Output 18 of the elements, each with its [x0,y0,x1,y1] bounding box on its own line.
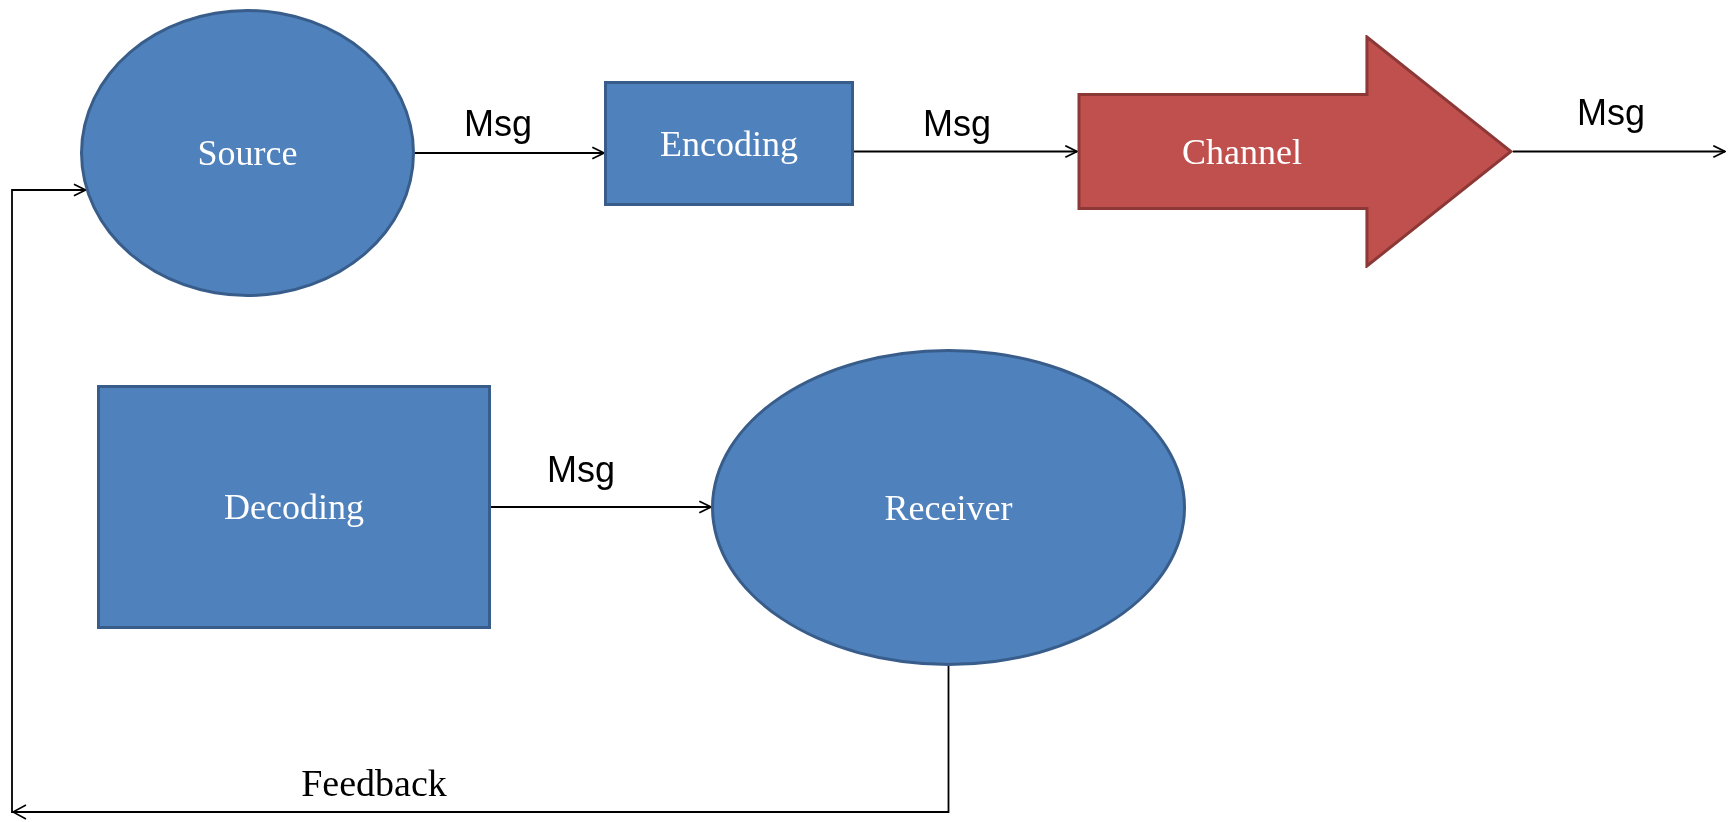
node-label: Encoding [660,122,798,166]
arrow [414,146,605,160]
edge-label: Msg [923,102,991,146]
node-label: Decoding [224,486,364,529]
arrow [11,183,950,820]
edge-label: Msg [547,448,615,492]
edge-label: Msg [1577,91,1645,135]
arrow [853,144,1078,159]
arrow [490,500,712,514]
node-label: Receiver [884,486,1013,530]
process-box [604,81,854,206]
edge-label: Feedback [301,760,447,806]
arrow [1512,144,1726,159]
process-box [97,385,491,629]
edge-label: Msg [464,102,532,146]
node-label: Source [197,132,298,175]
block-arrow-node [1077,35,1513,268]
node-label: Channel [1182,130,1302,174]
